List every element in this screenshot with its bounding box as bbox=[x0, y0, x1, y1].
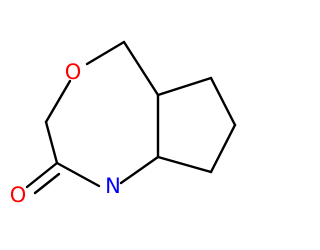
bond-carbonyl-double-inner bbox=[33, 172, 61, 195]
molecule-structure: O O N bbox=[10, 40, 237, 207]
bond-ch2-carbonyl-carbon bbox=[44, 120, 59, 165]
bond-ring-fusion-carbon-ch2 bbox=[122, 40, 160, 97]
ring-oxygen-label: O bbox=[65, 60, 82, 84]
bond-cyclopentane-1 bbox=[156, 76, 213, 97]
bond-cyclopentane-4 bbox=[156, 155, 213, 174]
bond-ring-oxygen-ch2 bbox=[44, 79, 72, 124]
amide-nitrogen-label: N bbox=[105, 174, 121, 198]
carbonyl-oxygen-label: O bbox=[10, 183, 27, 207]
bond-carbonyl-double-outer bbox=[25, 161, 59, 189]
bond-ch2-ring-oxygen bbox=[85, 40, 126, 66]
bond-carbonyl-carbon-nitrogen bbox=[55, 161, 101, 188]
bond-cyclopentane-2 bbox=[209, 76, 237, 127]
bond-nitrogen-ring-fusion-carbon bbox=[119, 155, 160, 185]
bond-cyclopentane-3 bbox=[209, 123, 237, 174]
